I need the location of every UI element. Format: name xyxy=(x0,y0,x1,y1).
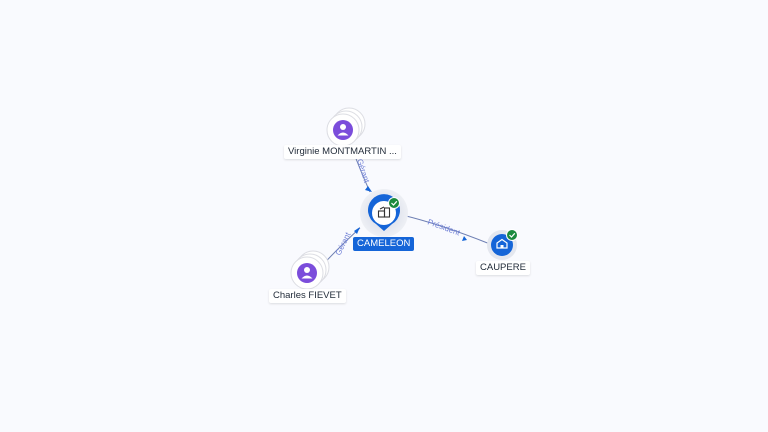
edge-label-center-right: Président xyxy=(426,217,462,237)
edge-center-right xyxy=(401,214,491,245)
node-cameleon[interactable] xyxy=(360,189,408,237)
building-icon xyxy=(377,206,391,218)
person-icon xyxy=(297,263,317,283)
node-label-charles[interactable]: Charles FIEVET xyxy=(269,289,346,303)
node-caupere[interactable] xyxy=(487,229,518,261)
person-icon xyxy=(333,120,353,140)
edge-label-left-center: Gérant xyxy=(334,230,353,257)
node-charles[interactable] xyxy=(290,250,330,290)
node-virginie[interactable] xyxy=(326,107,366,147)
verified-badge-icon xyxy=(506,229,518,241)
edge-label-top-center: Gérant xyxy=(355,158,371,185)
building-icon xyxy=(496,238,508,249)
node-label-caupere[interactable]: CAUPERE xyxy=(476,261,530,275)
node-label-cameleon[interactable]: CAMELEON xyxy=(353,237,415,251)
node-label-virginie[interactable]: Virginie MONTMARTIN ... xyxy=(284,145,401,159)
verified-badge-icon xyxy=(388,197,400,209)
